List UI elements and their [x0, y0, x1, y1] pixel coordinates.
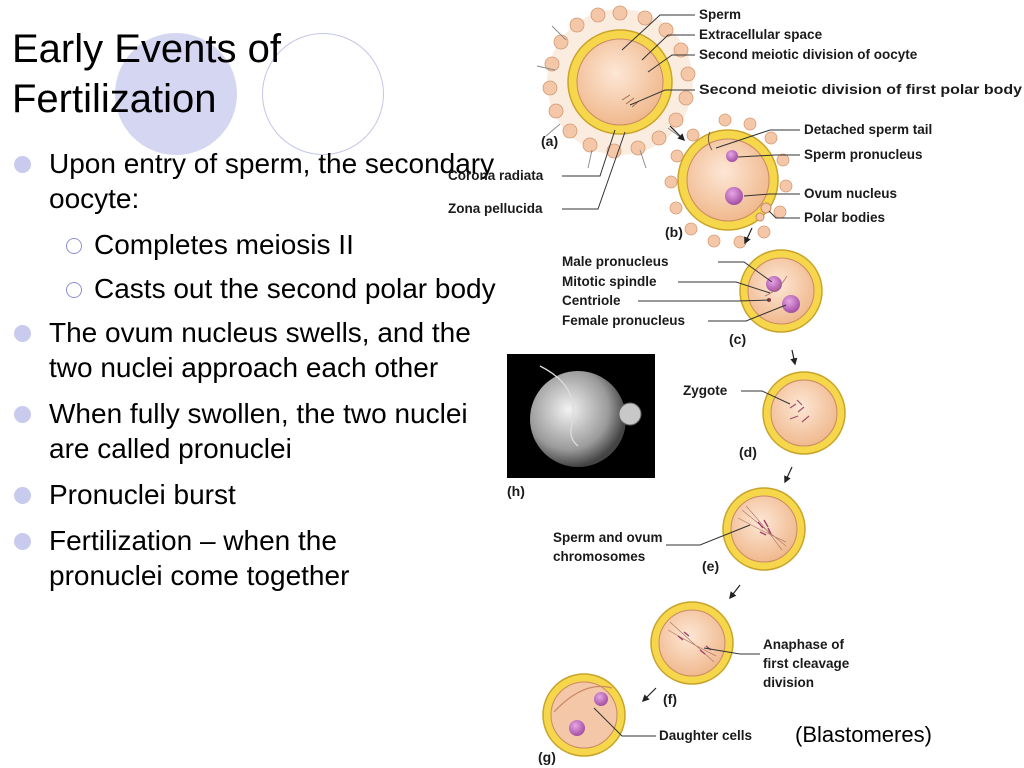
- panel-label-f: (f): [663, 691, 677, 707]
- label-corona-radiata: Corona radiata: [448, 168, 544, 183]
- label-sperm: Sperm: [699, 7, 741, 22]
- oocyte-a: [536, 5, 696, 169]
- zygote-d: [762, 371, 846, 455]
- cell-f: [650, 601, 734, 685]
- bullet-text: Fertilization – when the pronuclei come …: [49, 525, 350, 591]
- bullet-item: When fully swollen, the two nuclei are c…: [12, 396, 469, 466]
- bullet-list: Upon entry of sperm, the secondary oocyt…: [12, 146, 512, 604]
- oocyte-b: [664, 113, 793, 249]
- label-male-pronucleus: Male pronucleus: [562, 254, 669, 269]
- label-mitotic-spindle: Mitotic spindle: [562, 274, 657, 289]
- panel-label-c: (c): [729, 331, 746, 347]
- bullet-item: Upon entry of sperm, the secondary oocyt…: [12, 146, 512, 216]
- bullet-dot-icon: [14, 487, 31, 504]
- bullet-text: When fully swollen, the two nuclei are c…: [49, 398, 468, 464]
- deco-circle-outline: [262, 33, 384, 155]
- label-anaphase-line2: first cleavage: [763, 656, 850, 671]
- hollow-circle-bullet-icon: [66, 238, 82, 254]
- two-cell-g: [542, 673, 626, 757]
- cell-e: [722, 487, 806, 571]
- bullet-text: Pronuclei burst: [49, 479, 236, 510]
- bullet-item: Fertilization – when the pronuclei come …: [12, 523, 449, 593]
- label-detached-sperm-tail: Detached sperm tail: [804, 122, 932, 137]
- label-second-meiotic-oocyte: Second meiotic division of oocyte: [699, 47, 918, 62]
- label-sperm-ovum-line1: Sperm and ovum: [553, 530, 663, 545]
- label-zygote: Zygote: [683, 383, 728, 398]
- bullet-dot-icon: [14, 325, 31, 342]
- zygote-c: [739, 249, 823, 333]
- blastomeres-label: (Blastomeres): [795, 722, 932, 747]
- bullet-item: The ovum nucleus swells, and the two nuc…: [12, 315, 479, 385]
- bullet-dot-icon: [14, 406, 31, 423]
- panel-label-g: (g): [538, 749, 556, 765]
- sub-bullet-text: Casts out the second polar body: [94, 273, 496, 304]
- bullet-dot-icon: [14, 533, 31, 550]
- bullet-item: Pronuclei burst: [12, 477, 512, 512]
- sem-photo: [507, 354, 655, 478]
- bullet-text: The ovum nucleus swells, and the two nuc…: [49, 317, 471, 383]
- label-anaphase-line1: Anaphase of: [763, 637, 845, 652]
- panel-label-h: (h): [507, 483, 525, 499]
- label-centriole: Centriole: [562, 293, 621, 308]
- label-polar-bodies: Polar bodies: [804, 210, 885, 225]
- slide-title: Early Events of Fertilization: [12, 24, 281, 124]
- label-anaphase-line3: division: [763, 675, 814, 690]
- bullet-text: Upon entry of sperm, the secondary oocyt…: [49, 148, 495, 214]
- label-female-pronucleus: Female pronucleus: [562, 313, 685, 328]
- sub-bullet-item: Casts out the second polar body: [12, 271, 504, 306]
- label-second-meiotic-polar: Second meiotic division of first polar b…: [699, 82, 1023, 97]
- sub-bullet-text: Completes meiosis II: [94, 229, 354, 260]
- label-leader-lines: [562, 14, 800, 737]
- sequence-arrows: [641, 125, 798, 703]
- panel-label-a: (a): [541, 133, 558, 149]
- label-daughter-cells: Daughter cells: [659, 728, 752, 743]
- bullet-dot-icon: [14, 156, 31, 173]
- title-line-2: Fertilization: [12, 77, 217, 121]
- label-sperm-ovum-line2: chromosomes: [553, 549, 645, 564]
- hollow-circle-bullet-icon: [66, 282, 82, 298]
- sub-bullet-item: Completes meiosis II: [12, 227, 512, 262]
- panel-label-b: (b): [665, 224, 683, 240]
- title-line-1: Early Events of: [12, 27, 282, 71]
- panel-label-d: (d): [739, 444, 757, 460]
- label-ovum-nucleus: Ovum nucleus: [804, 186, 897, 201]
- label-extracellular-space: Extracellular space: [699, 27, 823, 42]
- label-sperm-pronucleus: Sperm pronucleus: [804, 147, 923, 162]
- deco-circle-filled: [115, 33, 237, 155]
- panel-label-e: (e): [702, 558, 719, 574]
- label-zona-pellucida: Zona pellucida: [448, 201, 543, 216]
